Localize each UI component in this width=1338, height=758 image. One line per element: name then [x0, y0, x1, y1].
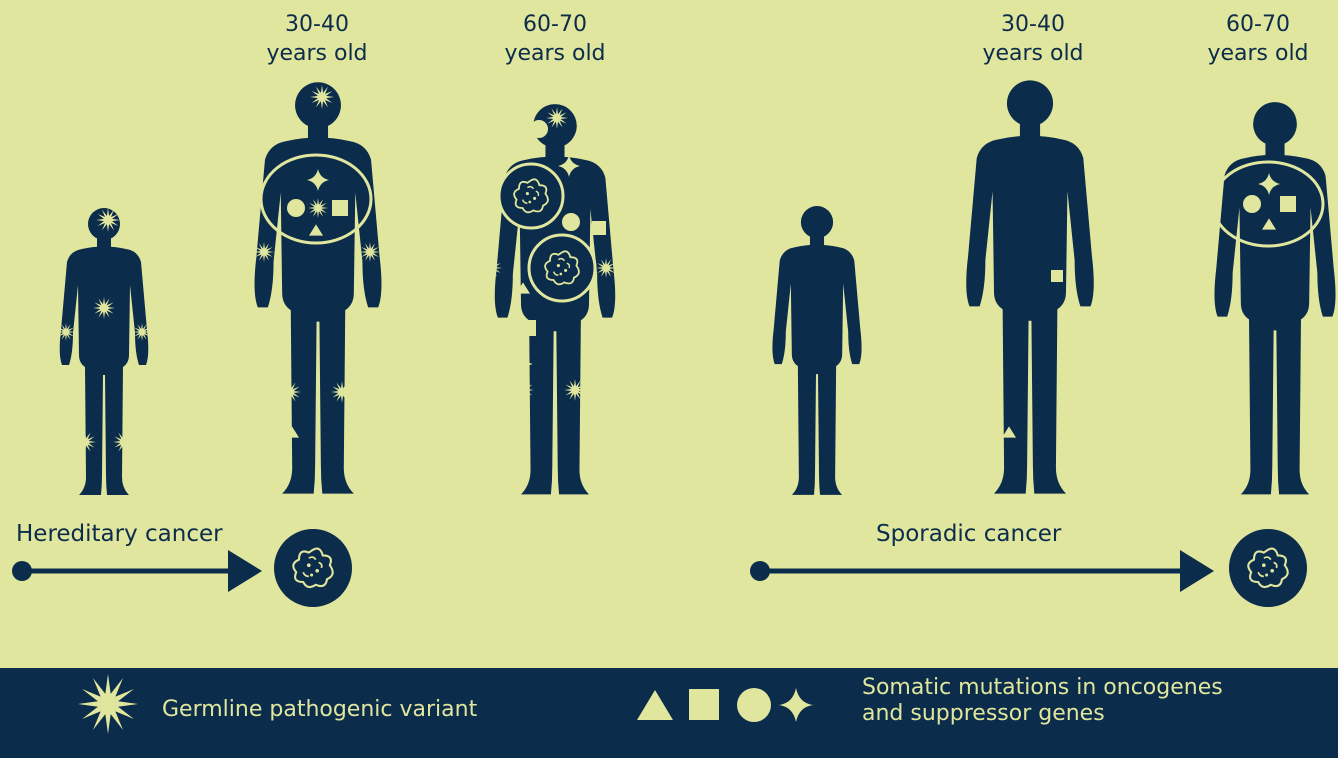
- adult-30-40-figure-hereditary: [255, 82, 382, 493]
- circle-icon: [737, 688, 771, 722]
- age-unit: years old: [475, 39, 635, 68]
- age-label-60-70-hereditary: 60-70 years old: [475, 10, 635, 68]
- somatic-circle-marker: [1243, 195, 1261, 213]
- hereditary-cancer-label: Hereditary cancer: [16, 521, 223, 547]
- age-range: 30-40: [237, 10, 397, 39]
- age-unit: years old: [237, 39, 397, 68]
- age-label-30-40-sporadic: 30-40 years old: [953, 10, 1113, 68]
- four-point-star-icon: [779, 688, 813, 722]
- arrow-start-dot: [750, 561, 770, 581]
- somatic-circle-marker: [287, 199, 305, 217]
- tumor-circle: [529, 235, 595, 301]
- square-icon: [689, 689, 719, 720]
- age-range: 30-40: [953, 10, 1113, 39]
- somatic-legend-line2: and suppressor genes: [862, 701, 1223, 727]
- child-figure-hereditary: [60, 208, 149, 495]
- tumor-circle: [499, 164, 563, 228]
- age-unit: years old: [953, 39, 1113, 68]
- arrow-head-icon: [1180, 550, 1214, 592]
- starburst-icon: [78, 674, 138, 734]
- starburst-icon-shape: [78, 674, 138, 734]
- somatic-square-marker: [1051, 270, 1063, 282]
- age-label-30-40-hereditary: 30-40 years old: [237, 10, 397, 68]
- somatic-square-marker: [592, 221, 606, 235]
- cancer-cell-badge: [1229, 529, 1307, 607]
- somatic-square-marker: [1280, 196, 1296, 212]
- age-label-60-70-sporadic: 60-70 years old: [1178, 10, 1338, 68]
- somatic-circle-marker: [530, 120, 548, 138]
- adult-30-40-figure-sporadic: [966, 80, 1094, 493]
- arrow-head-icon: [228, 550, 262, 592]
- somatic-circle-marker: [562, 213, 580, 231]
- germline-legend-label: Germline pathogenic variant: [162, 697, 477, 723]
- somatic-square-marker: [520, 320, 536, 336]
- diagram-canvas: [0, 0, 1338, 668]
- age-range: 60-70: [1178, 10, 1338, 39]
- arrow-start-dot: [12, 561, 32, 581]
- somatic-legend-label: Somatic mutations in oncogenes and suppr…: [862, 675, 1223, 727]
- legend-bar: Germline pathogenic variant Somatic muta…: [0, 668, 1338, 758]
- sporadic-cancer-label: Sporadic cancer: [876, 521, 1061, 547]
- somatic-triangle-marker: [516, 426, 530, 437]
- age-unit: years old: [1178, 39, 1338, 68]
- somatic-legend-line1: Somatic mutations in oncogenes: [862, 675, 1223, 701]
- age-range: 60-70: [475, 10, 635, 39]
- somatic-square-marker: [332, 200, 348, 216]
- cancer-cell-badge: [274, 529, 352, 607]
- triangle-icon: [637, 690, 673, 720]
- child-figure-sporadic: [772, 206, 861, 495]
